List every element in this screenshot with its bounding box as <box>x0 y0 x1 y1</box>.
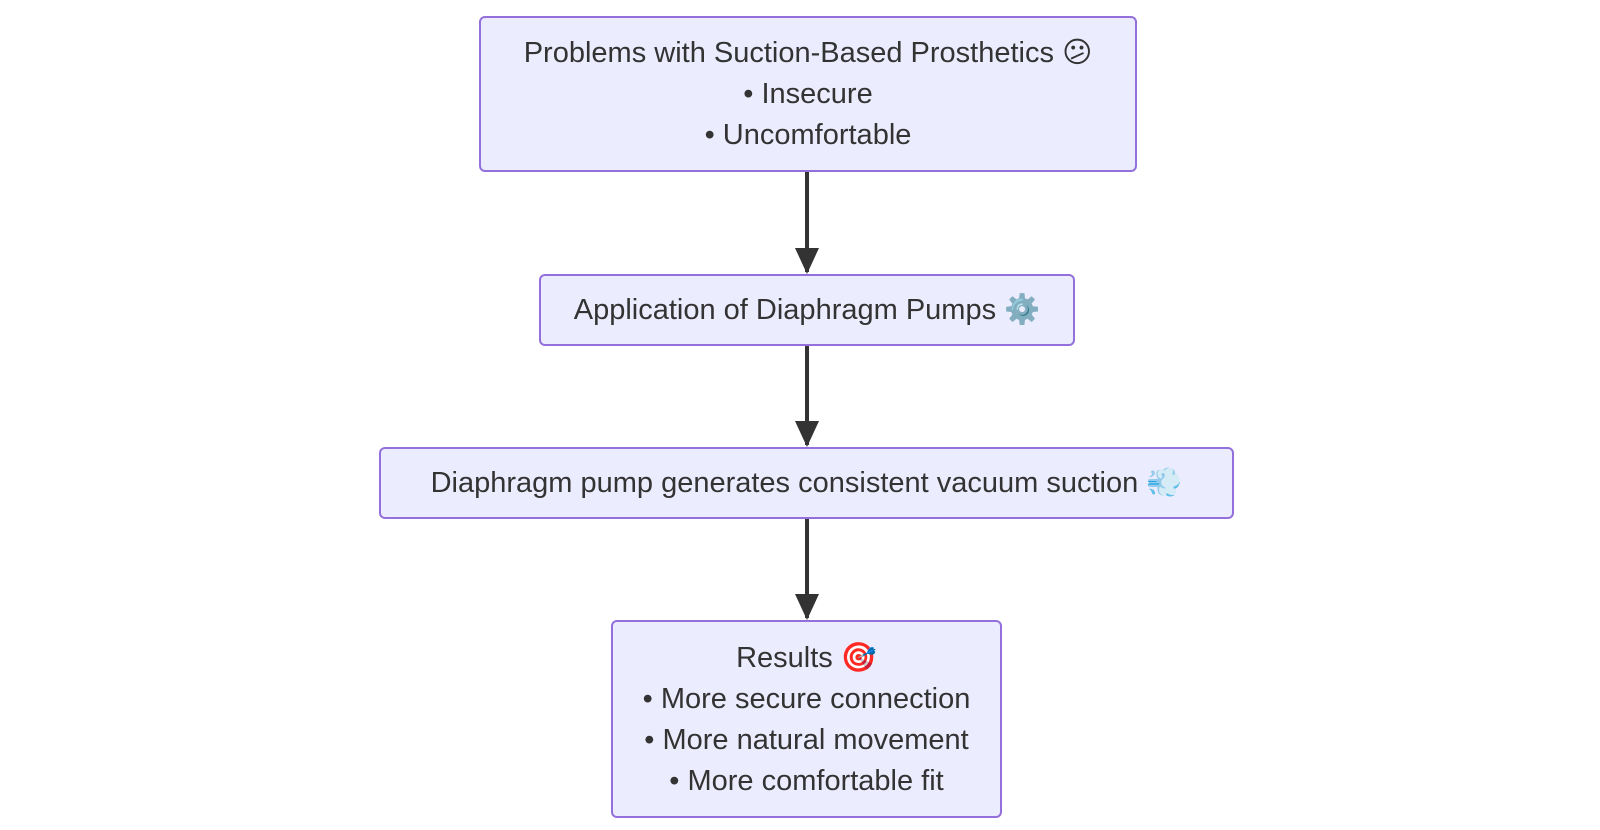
node-problems-title-line: Problems with Suction-Based Prosthetics … <box>524 32 1093 74</box>
node-results-item: • More natural movement <box>644 723 969 756</box>
dash-wind-icon: 💨 <box>1146 465 1183 499</box>
node-application-title-line: Application of Diaphragm Pumps ⚙️ <box>574 289 1041 331</box>
arrowhead-application-to-vacuum <box>795 421 819 447</box>
node-vacuum-title-line: Diaphragm pump generates consistent vacu… <box>431 462 1183 504</box>
arrowhead-problems-to-application <box>795 248 819 274</box>
node-results-item: • More comfortable fit <box>669 764 944 797</box>
target-icon: 🎯 <box>840 639 877 674</box>
gear-icon: ⚙️ <box>1004 292 1041 326</box>
node-problems: Problems with Suction-Based Prosthetics … <box>479 16 1137 172</box>
node-application-title: Application of Diaphragm Pumps <box>573 294 997 326</box>
node-application: Application of Diaphragm Pumps ⚙️ <box>539 274 1075 346</box>
node-problems-item: • Insecure <box>743 78 873 110</box>
node-problems-title: Problems with Suction-Based Prosthetics <box>523 37 1054 69</box>
arrowhead-vacuum-to-results <box>795 594 819 620</box>
confused-face-icon: 😕 <box>1062 35 1093 69</box>
node-results-item: • More secure connection <box>642 682 971 715</box>
node-vacuum: Diaphragm pump generates consistent vacu… <box>379 447 1234 519</box>
node-problems-item: • Uncomfortable <box>704 119 912 151</box>
node-results-title-line: Results 🎯 <box>736 637 877 679</box>
node-vacuum-title: Diaphragm pump generates consistent vacu… <box>430 467 1139 499</box>
node-results-title: Results <box>736 641 833 674</box>
node-results: Results 🎯 • More secure connection • Mor… <box>611 620 1002 818</box>
